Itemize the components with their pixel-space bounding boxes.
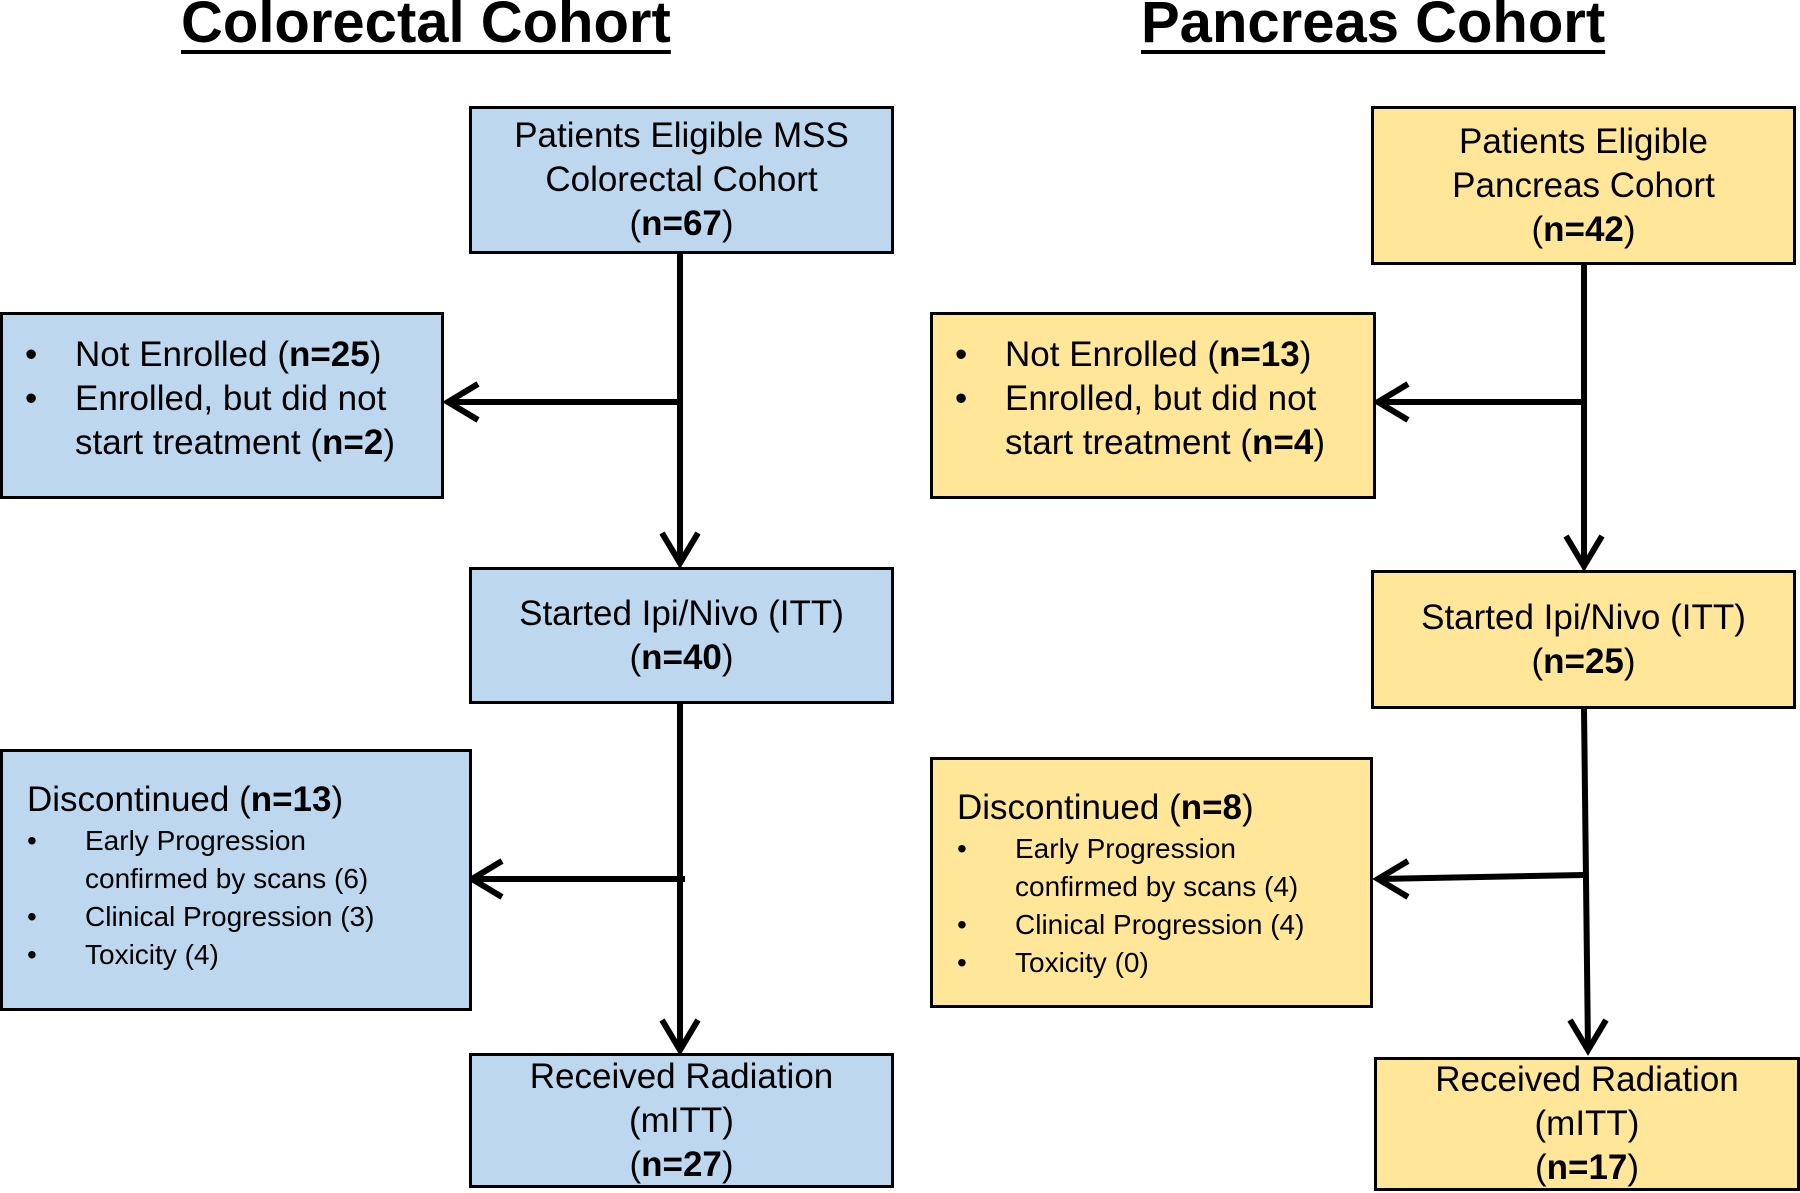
bullet-glyph: • [955, 379, 968, 418]
colorectal-reason-clinical-progression: •Clinical Progression (3) [3, 898, 469, 936]
pancreas-arrowhead-mitt [1567, 1018, 1609, 1056]
pancreas-eligible-count: (n=42) [1531, 209, 1636, 249]
pancreas-excluded-box: •Not Enrolled (n=13) •Enrolled, but did … [930, 312, 1376, 499]
pancreas-discontinued-heading: Discontinued (n=8) [957, 788, 1254, 827]
bullet-glyph: • [27, 825, 37, 856]
bullet-glyph: • [955, 335, 968, 374]
bullet-glyph: • [27, 901, 37, 932]
pancreas-not-enrolled-item: •Not Enrolled (n=13) [933, 333, 1373, 377]
colorectal-arrowhead-itt [659, 531, 701, 569]
colorectal-eligible-line-2: Colorectal Cohort [545, 160, 818, 199]
colorectal-mitt-line-2: (mITT) [629, 1100, 734, 1140]
colorectal-itt-count: (n=40) [629, 637, 734, 677]
pancreas-itt-box: Started Ipi/Nivo (ITT) (n=25) [1371, 570, 1796, 709]
pancreas-arrow-itt-to-mitt [1581, 708, 1591, 1051]
colorectal-eligible-box: Patients Eligible MSS Colorectal Cohort … [469, 106, 894, 254]
colorectal-reason-toxicity: •Toxicity (4) [3, 936, 469, 974]
pancreas-arrowhead-discontinued [1372, 858, 1410, 900]
colorectal-mitt-box: Received Radiation (mITT) (n=27) [469, 1053, 894, 1188]
bullet-glyph: • [25, 335, 38, 374]
pancreas-eligible-line-2: Pancreas Cohort [1452, 165, 1715, 205]
pancreas-mitt-count: (n=17) [1534, 1148, 1640, 1187]
pancreas-cohort-title: Pancreas Cohort [1141, 0, 1606, 55]
colorectal-discontinued-heading: Discontinued (n=13) [27, 780, 344, 819]
colorectal-eligible-count: (n=67) [629, 204, 734, 243]
pancreas-eligible-line-1: Patients Eligible [1458, 121, 1709, 161]
pancreas-arrows [1372, 265, 1609, 1056]
colorectal-excluded-box: •Not Enrolled (n=25) •Enrolled, but did … [0, 312, 444, 499]
colorectal-arrowhead-discontinued [466, 858, 504, 900]
colorectal-itt-label: Started Ipi/Nivo (ITT) [519, 593, 844, 633]
bullet-glyph: • [957, 947, 967, 978]
pancreas-mitt-line-1: Received Radiation [1435, 1060, 1739, 1099]
pancreas-arrow-discontinued [1377, 872, 1585, 882]
bullet-glyph: • [27, 939, 37, 970]
pancreas-itt-count: (n=25) [1531, 641, 1636, 681]
colorectal-eligible-line-1: Patients Eligible MSS [514, 116, 849, 155]
colorectal-mitt-count: (n=27) [629, 1144, 734, 1184]
colorectal-not-enrolled-item: •Not Enrolled (n=25) [3, 333, 441, 377]
pancreas-arrowhead-itt [1563, 534, 1605, 572]
bullet-glyph: • [25, 379, 38, 418]
pancreas-reason-clinical-progression: •Clinical Progression (4) [933, 906, 1370, 944]
pancreas-reason-toxicity: •Toxicity (0) [933, 944, 1370, 982]
colorectal-cohort-title: Colorectal Cohort [181, 0, 671, 55]
pancreas-mitt-box: Received Radiation (mITT) (n=17) [1374, 1057, 1800, 1191]
colorectal-arrowhead-mitt [659, 1018, 701, 1056]
pancreas-mitt-line-2: (mITT) [1534, 1104, 1640, 1143]
colorectal-arrows [442, 254, 701, 1056]
bullet-glyph: • [957, 833, 967, 864]
colorectal-itt-box: Started Ipi/Nivo (ITT) (n=40) [469, 567, 894, 704]
pancreas-itt-label: Started Ipi/Nivo (ITT) [1421, 597, 1746, 637]
pancreas-arrowhead-exclusion [1372, 381, 1410, 423]
colorectal-arrowhead-exclusion [442, 381, 480, 423]
pancreas-eligible-box: Patients Eligible Pancreas Cohort (n=42) [1371, 106, 1796, 265]
bullet-glyph: • [957, 909, 967, 940]
colorectal-mitt-line-1: Received Radiation [529, 1056, 834, 1096]
